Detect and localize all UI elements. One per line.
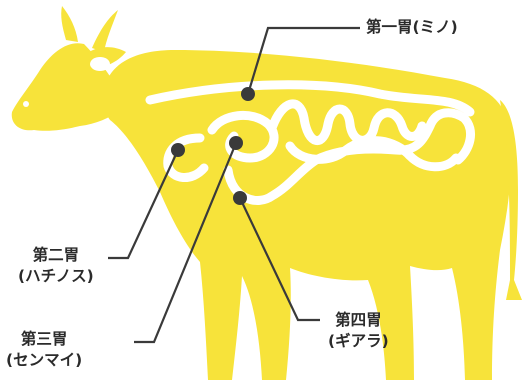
stomach-outlines <box>145 80 476 205</box>
intestine-lower <box>285 136 461 172</box>
label-omasum-alias: (センマイ) <box>6 350 83 369</box>
marker-dot-rumen <box>241 87 255 101</box>
label-reticulum-alias: (ハチノス) <box>18 266 94 285</box>
marker-dots <box>171 87 255 205</box>
label-rumen: 第一胃(ミノ) <box>366 17 458 38</box>
leader-lines <box>108 26 360 344</box>
leader-line-reticulum <box>108 149 179 260</box>
label-reticulum-name: 第二胃 <box>32 246 80 264</box>
label-rumen-name: 第一胃 <box>366 18 413 36</box>
abomasum-outline <box>223 108 476 205</box>
label-omasum-name: 第三胃 <box>20 330 68 348</box>
label-reticulum: 第二胃 (ハチノス) <box>18 245 94 287</box>
reticulum-outline <box>163 133 209 182</box>
leader-line-rumen <box>246 26 360 95</box>
label-rumen-alias: (ミノ) <box>412 18 458 36</box>
cow-silhouette <box>11 6 522 380</box>
label-abomasum-alias: (ギアラ) <box>328 331 389 350</box>
cow-eye <box>90 57 110 71</box>
intestine-loops <box>267 99 427 146</box>
cow-nostril <box>23 101 29 107</box>
label-abomasum-name: 第四胃 <box>335 311 382 329</box>
label-abomasum: 第四胃 (ギアラ) <box>328 310 389 352</box>
marker-dot-omasum <box>229 136 243 150</box>
marker-dot-reticulum <box>171 143 185 157</box>
marker-dot-abomasum <box>233 191 247 205</box>
cow-tail <box>500 100 522 300</box>
cow-horn-left <box>61 6 78 42</box>
cow-horn-right <box>92 10 118 52</box>
rumen-outline <box>145 80 475 117</box>
leader-line-abomasum <box>239 197 320 322</box>
label-omasum: 第三胃 (センマイ) <box>6 329 82 371</box>
leader-line-omasum <box>134 142 238 344</box>
